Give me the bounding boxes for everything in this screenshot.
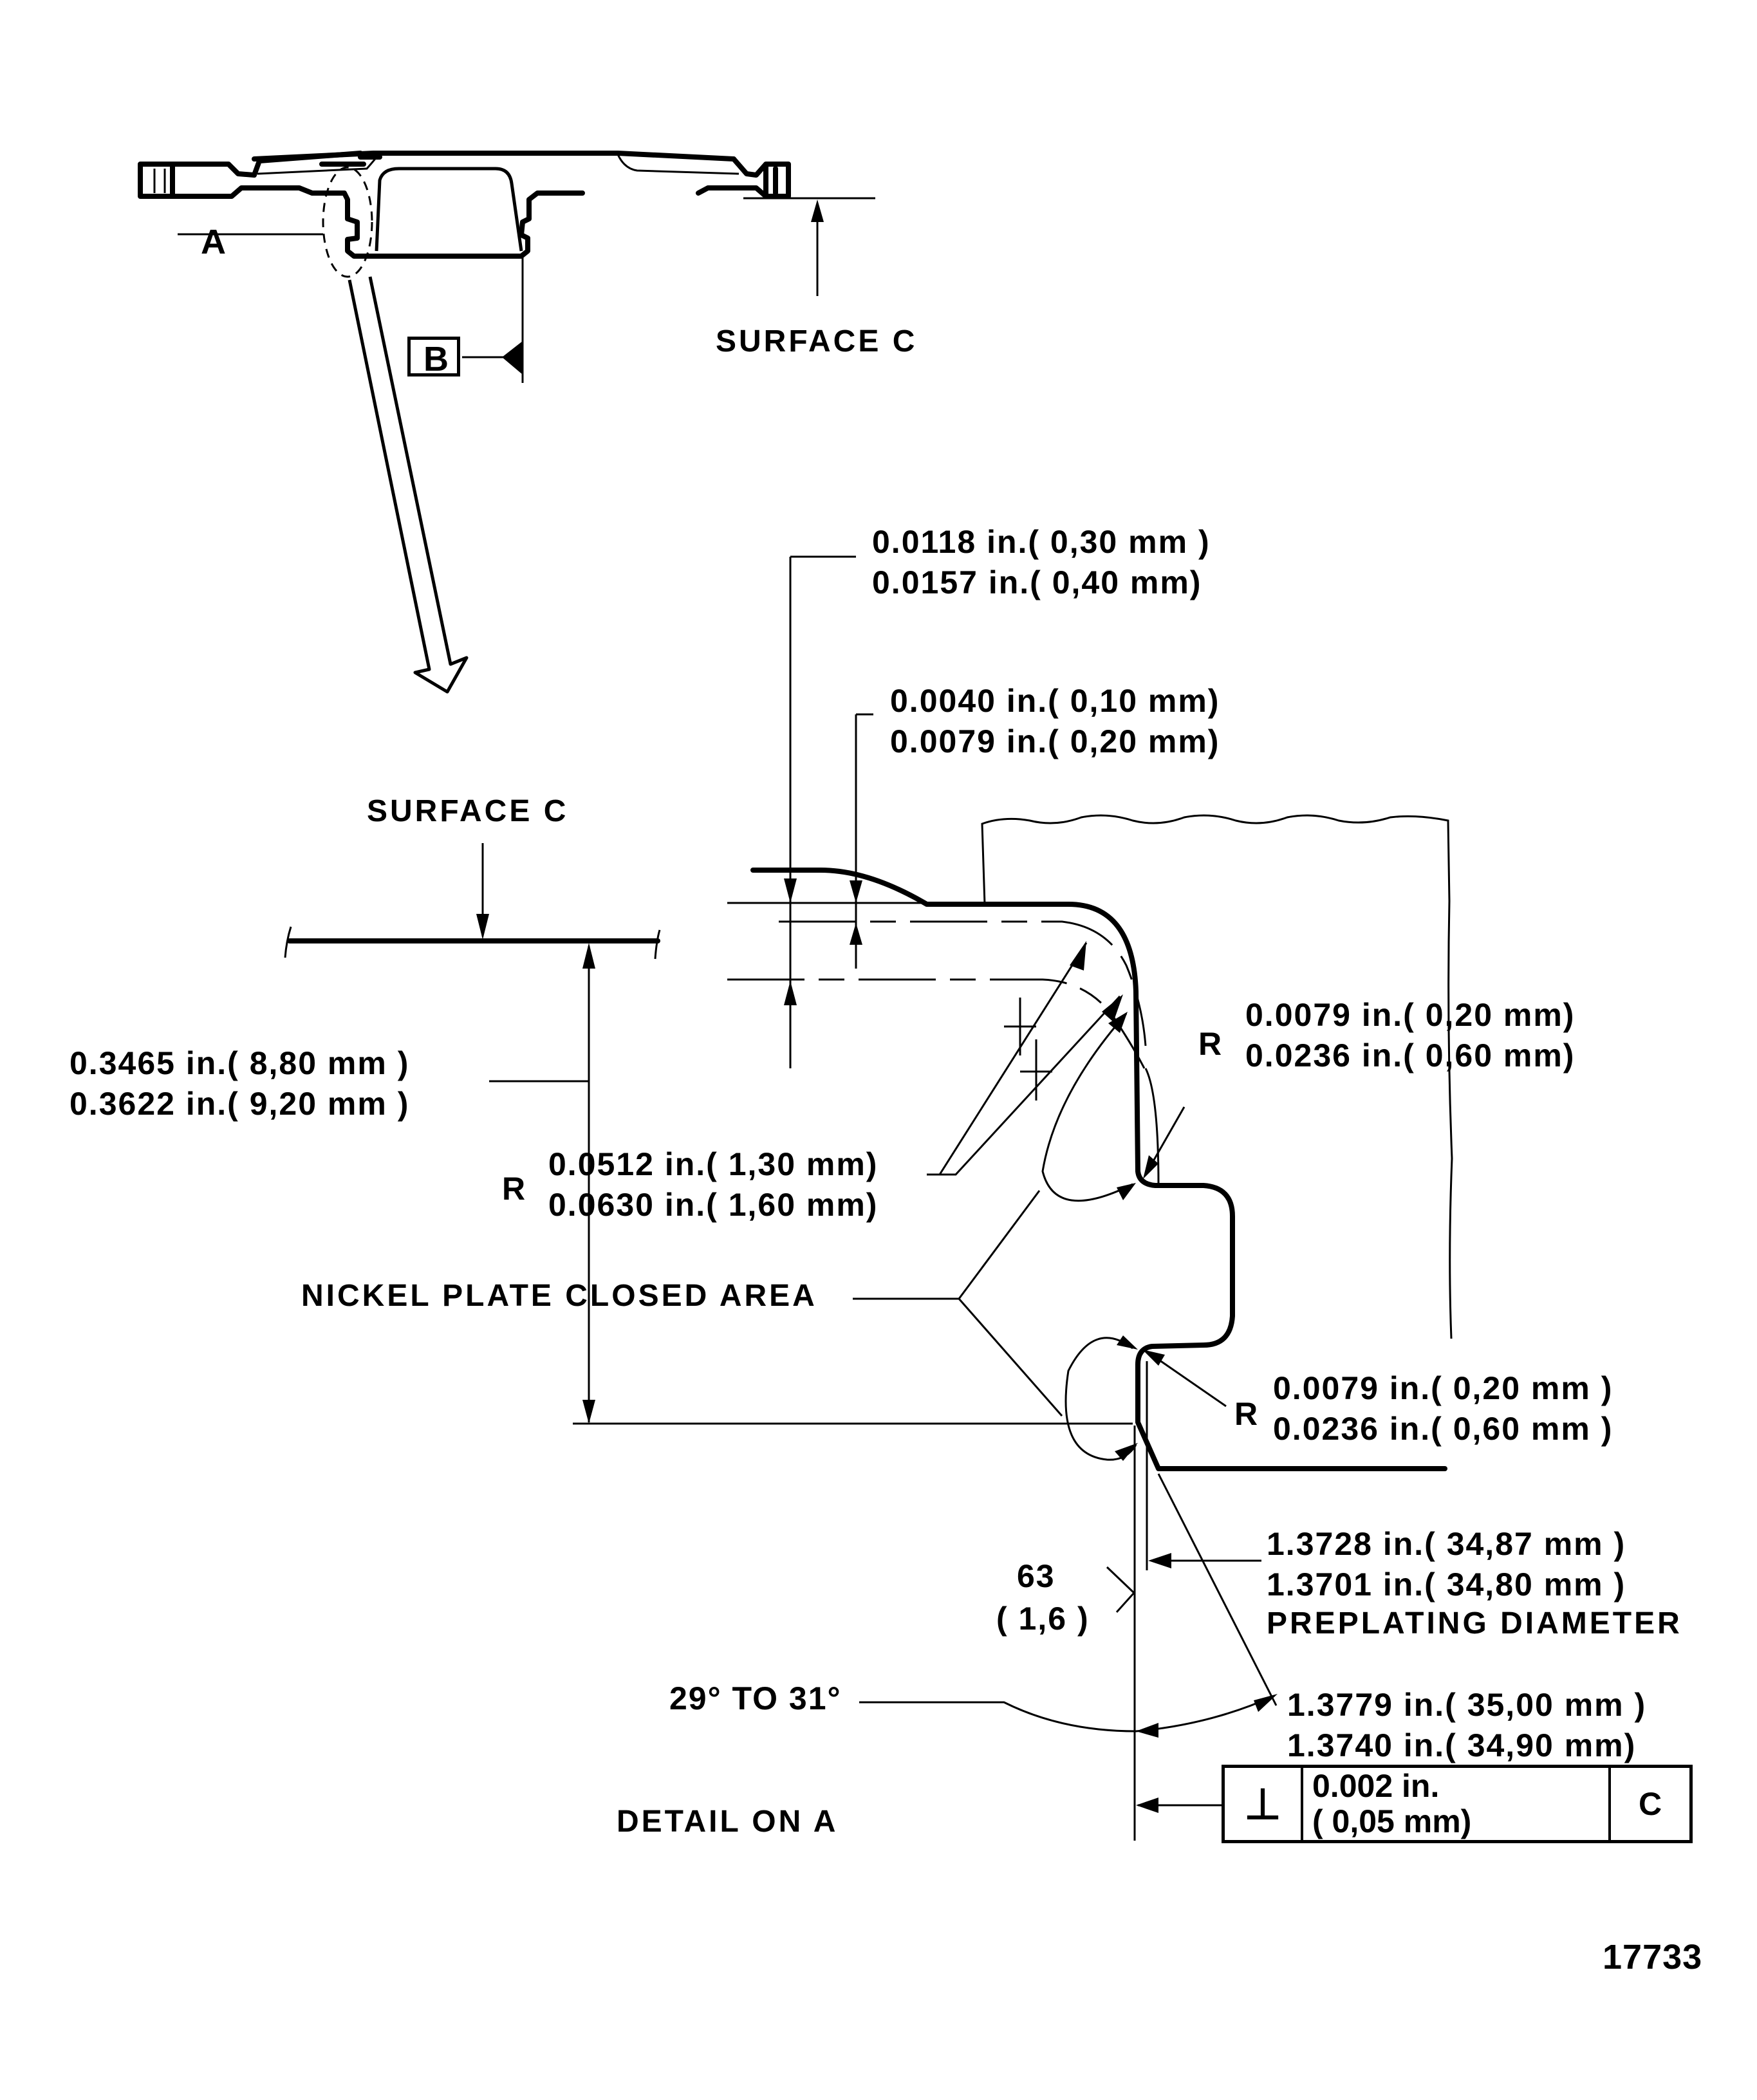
finish-diameter-line1: 1.3779 in.( 35,00 mm ) (1287, 1687, 1647, 1723)
tolerance-value-mm: ( 0,05 mm) (1312, 1803, 1472, 1839)
radius-large-line2: 0.0630 in.( 1,60 mm) (548, 1187, 879, 1223)
overview-part-section (138, 151, 875, 694)
step-small-dim-line2: 0.0079 in.( 0,20 mm) (890, 723, 1220, 759)
radius-lower-prefix: R (1234, 1396, 1260, 1432)
nickel-loop-lower (1064, 1337, 1137, 1461)
figure-number: 17733 (1603, 1938, 1703, 1976)
preplating-line1: 1.3728 in.( 34,87 mm ) (1267, 1526, 1626, 1562)
perpendicularity-icon: ⊥ (1225, 1768, 1303, 1840)
detail-a-boundary (322, 166, 373, 278)
overview-top-web (252, 151, 736, 167)
preplating-note: PREPLATING DIAMETER (1267, 1606, 1682, 1640)
height-dim-line1: 0.3465 in.( 8,80 mm ) (70, 1045, 410, 1081)
radius-lower-line2: 0.0236 in.( 0,60 mm ) (1273, 1411, 1613, 1447)
nickel-plate-leader (853, 1190, 1041, 1300)
detail-view (284, 555, 1453, 1841)
detail-title: DETAIL ON A (617, 1805, 839, 1839)
nickel-plate-note: NICKEL PLATE CLOSED AREA (301, 1279, 817, 1313)
angle-arc (859, 1695, 1275, 1733)
radius-large-line1: 0.0512 in.( 1,30 mm) (548, 1146, 879, 1182)
tolerance-value: 0.002 in. ( 0,05 mm) (1303, 1768, 1611, 1840)
surface-finish-metric: ( 1,6 ) (996, 1601, 1090, 1637)
surface-finish-symbol (1106, 1566, 1136, 1613)
seal-profile (750, 868, 1447, 1471)
detail-a-label: A (201, 223, 227, 261)
datum-b-triangle (502, 341, 523, 375)
nickel-loop-upper (1041, 1013, 1133, 1202)
detail-pointer-arrow (348, 276, 469, 694)
datum-b-label: B (423, 340, 450, 378)
step-top-dim-line2: 0.0157 in.( 0,40 mm) (872, 564, 1202, 600)
surface-finish-value: 63 (1017, 1558, 1055, 1594)
datum-b-frame: B (407, 337, 460, 378)
perpendicularity-tolerance-frame: ⊥ 0.002 in. ( 0,05 mm) C (1222, 1765, 1693, 1843)
angle-label: 29° TO 31° (669, 1680, 842, 1716)
center-marks (1004, 998, 1052, 1101)
detail-surface-c-label: SURFACE C (367, 794, 569, 828)
radius-upper-line1: 0.0079 in.( 0,20 mm) (1245, 997, 1576, 1033)
overview-hub (375, 167, 523, 252)
step-small-dim-line1: 0.0040 in.( 0,10 mm) (890, 683, 1220, 719)
step-top-dim-line1: 0.0118 in.( 0,30 mm ) (872, 524, 1211, 560)
tolerance-datum: C (1638, 1785, 1662, 1822)
radius-large-prefix: R (502, 1171, 527, 1207)
radius-lower-line1: 0.0079 in.( 0,20 mm ) (1273, 1370, 1613, 1406)
height-dim-line2: 0.3622 in.( 9,20 mm ) (70, 1086, 410, 1122)
broken-boundary (981, 814, 1453, 1339)
tolerance-value-in: 0.002 in. (1312, 1768, 1440, 1804)
overview-left-wall (316, 190, 585, 259)
finish-diameter-line2: 1.3740 in.( 34,90 mm) (1287, 1727, 1637, 1763)
overview-surface-c-label: SURFACE C (716, 324, 918, 358)
radius-upper-line2: 0.0236 in.( 0,60 mm) (1245, 1037, 1576, 1073)
overview-right-flange (696, 156, 791, 199)
radius-upper-prefix: R (1198, 1026, 1223, 1062)
preplating-line2: 1.3701 in.( 34,80 mm ) (1267, 1566, 1626, 1603)
